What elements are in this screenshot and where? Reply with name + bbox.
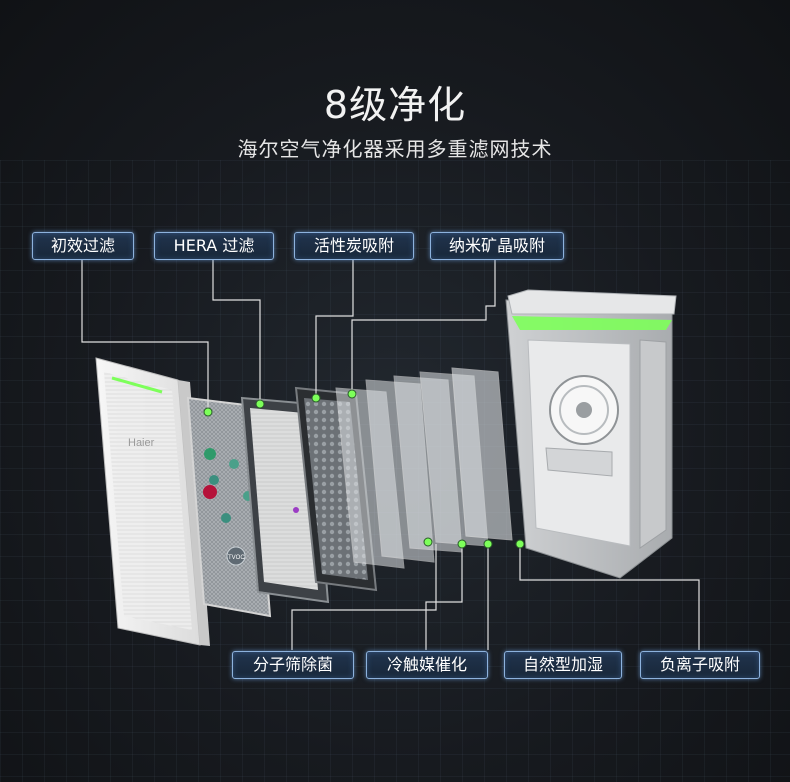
germ-icon	[204, 448, 216, 460]
tvoc-icon	[226, 546, 246, 566]
connector-dots	[203, 389, 525, 549]
label-activated-carbon: 活性炭吸附	[294, 232, 414, 260]
page-subtitle: 海尔空气净化器采用多重滤网技术	[237, 137, 553, 161]
bacteria-icon	[203, 485, 217, 499]
connector-dot	[457, 539, 467, 549]
label-hera-filter: HERA 过滤	[154, 232, 274, 260]
connector-lines	[81, 258, 700, 650]
connector-dot	[423, 537, 433, 547]
brand-logo: Haier	[128, 437, 155, 449]
germ-icon	[221, 513, 231, 523]
front-panel-light	[111, 376, 163, 394]
label-natural-humidify: 自然型加湿	[504, 651, 622, 679]
connector-dot	[255, 399, 265, 409]
label-nano-mineral: 纳米矿晶吸附	[430, 232, 564, 260]
connector-dot	[311, 393, 321, 403]
connector-dot	[347, 389, 357, 399]
tvoc-label: TVOC	[228, 555, 245, 561]
translucent-filter-layers	[335, 367, 513, 569]
label-primary-filter: 初效过滤	[32, 232, 134, 260]
connector-dot	[483, 539, 493, 549]
label-molecular-sieve: 分子筛除菌	[232, 651, 354, 679]
purifier-body	[505, 289, 677, 579]
label-cold-catalyst: 冷触媒催化	[366, 651, 488, 679]
label-negative-ion: 负离子吸附	[640, 651, 760, 679]
germ-icon	[229, 459, 239, 469]
connector-dot	[515, 539, 525, 549]
germ-icon	[209, 475, 219, 485]
page-title: 8级净化	[323, 83, 467, 127]
body-light-strip	[512, 316, 672, 330]
connector-dot	[203, 407, 213, 417]
